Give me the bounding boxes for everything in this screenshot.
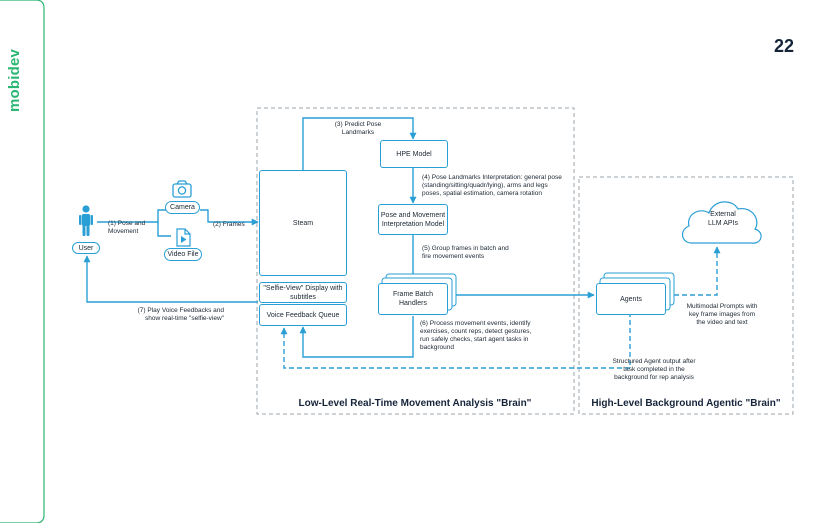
label-step-4: (4) Pose Landmarks Interpretation: gener… (422, 174, 562, 197)
user-node: User (72, 242, 100, 254)
region-high-level-border (578, 176, 794, 415)
camera-node: Camera (165, 201, 200, 214)
label-structured-output: Structured Agent output after task compl… (612, 358, 696, 381)
page-number: 22 (773, 36, 794, 56)
region-low-level-border (256, 107, 575, 415)
label-step-6: (6) Process movement events, identify ex… (420, 320, 532, 351)
hpe-model-node: HPE Model (380, 140, 448, 168)
high-level-region-title: High-Level Background Agentic "Brain" (591, 398, 781, 409)
steam-node: Steam (259, 170, 347, 276)
llm-apis-label: External LLM APIs (708, 211, 738, 227)
label-step-2: (2) Frames (213, 221, 245, 228)
voice-feedback-queue-node: Voice Feedback Queue (259, 304, 347, 326)
label-multimodal-prompts: Multimodal Prompts with key frame images… (686, 303, 758, 326)
cloud-icon (682, 201, 762, 244)
agents-node: Agents (596, 283, 666, 315)
camera-icon (172, 180, 192, 198)
interpretation-model-node: Pose and Movement Interpretation Model (378, 204, 448, 235)
label-step-1: (1) Pose and Movement (108, 220, 146, 235)
label-step-3: (3) Predict Pose Landmarks (334, 121, 382, 136)
selfie-view-display-node: "Selfie-View" Display with subtitles (259, 282, 347, 303)
video-file-icon (176, 228, 191, 247)
video-file-node: Video File (164, 248, 202, 261)
frame-batch-handlers-node: Frame Batch Handlers (378, 283, 448, 315)
low-level-region-title: Low-Level Real-Time Movement Analysis "B… (298, 398, 532, 409)
label-step-7: (7) Play Voice Feedbacks and show real-t… (137, 307, 224, 322)
label-step-5: (5) Group frames in batch and fire movem… (422, 245, 509, 260)
person-icon (79, 205, 93, 236)
